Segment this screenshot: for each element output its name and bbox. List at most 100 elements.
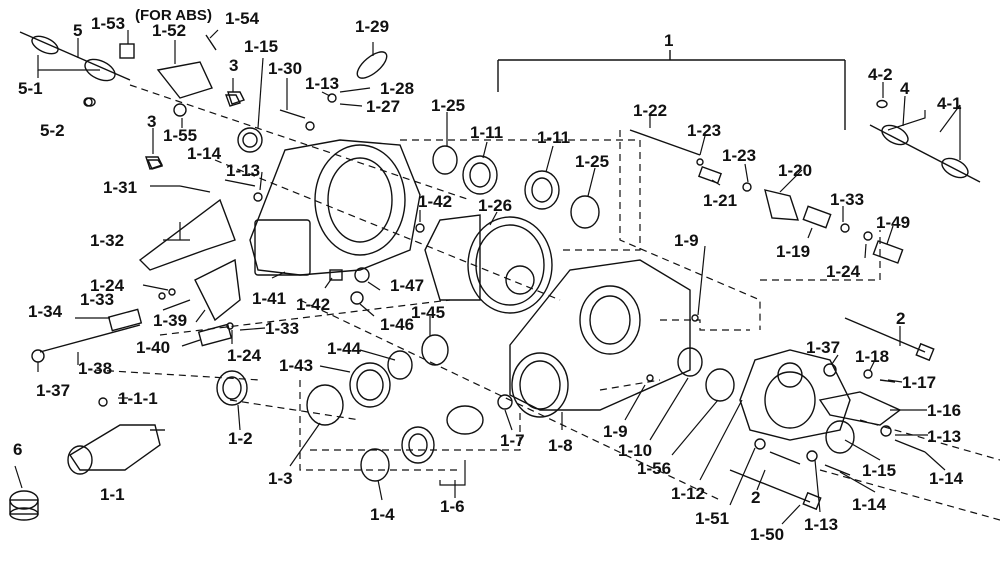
label-1-51: 1-51 (695, 509, 730, 528)
shift-fork-parts (31, 198, 241, 363)
leader-lines (14, 29, 961, 525)
label-1-56: 1-56 (637, 459, 672, 478)
label-1-13-b: 1-13 (226, 161, 261, 180)
label-1-24-c: 1-24 (826, 262, 861, 281)
label-for-abs: (FOR ABS) (135, 7, 212, 24)
label-1-9-lower: 1-9 (603, 422, 628, 441)
label-1-15-b: 1-15 (862, 461, 897, 480)
label-1-24-b: 1-24 (227, 346, 262, 365)
label-1-33-a: 1-33 (80, 290, 115, 309)
label-1-22: 1-22 (633, 101, 668, 120)
bolts (179, 109, 935, 511)
label-1-9-upper: 1-9 (674, 231, 699, 250)
label-1-13-a: 1-13 (305, 74, 340, 93)
label-1-34: 1-34 (28, 302, 63, 321)
label-1-14-b: 1-14 (852, 495, 887, 514)
label-1-49: 1-49 (876, 213, 911, 232)
differential-1-26 (424, 214, 553, 314)
shift-shaft-parts (629, 129, 904, 264)
label-6: 6 (13, 440, 23, 459)
label-4: 4 (900, 79, 910, 98)
gear-case-left (237, 127, 421, 276)
label-1-53: 1-53 (91, 14, 126, 33)
label-1-21: 1-21 (703, 191, 738, 210)
label-5-1: 5-1 (18, 79, 43, 98)
label-1-17: 1-17 (902, 373, 937, 392)
label-5: 5 (73, 21, 83, 40)
label-4-1: 4-1 (937, 94, 962, 113)
label-1-23-a: 1-23 (687, 121, 722, 140)
label-1-38: 1-38 (78, 359, 113, 378)
label-1-50: 1-50 (750, 525, 785, 544)
assembly-lines (94, 84, 1000, 521)
label-3-lower: 3 (147, 112, 157, 131)
label-1-52: 1-52 (152, 21, 187, 40)
label-2-lower: 2 (751, 488, 761, 507)
label-1-29: 1-29 (355, 17, 390, 36)
label-3-upper: 3 (229, 56, 239, 75)
label-1-25-b: 1-25 (575, 152, 610, 171)
label-1-32: 1-32 (90, 231, 125, 250)
label-1-37-a: 1-37 (36, 381, 71, 400)
seals-rings (216, 223, 699, 482)
abs-sensor-parts (119, 34, 241, 170)
label-1-54: 1-54 (225, 9, 260, 28)
group-bracket-1 (497, 50, 846, 130)
label-1-7: 1-7 (500, 431, 525, 450)
label-1-18: 1-18 (855, 347, 890, 366)
label-1-12: 1-12 (671, 484, 706, 503)
label-1-15-a: 1-15 (244, 37, 279, 56)
small-rings (84, 51, 837, 377)
input-shaft-1-1 (67, 397, 165, 475)
label-1-10: 1-10 (618, 441, 653, 460)
label-4-2: 4-2 (868, 65, 893, 84)
label-1-43: 1-43 (279, 356, 314, 375)
cover-1-16 (677, 347, 902, 454)
label-1-4: 1-4 (370, 505, 395, 524)
label-1-1: 1-1 (100, 485, 125, 504)
label-1-31: 1-31 (103, 178, 138, 197)
bearings-upper (432, 145, 600, 229)
label-1-42-a: 1-42 (418, 192, 453, 211)
axle-shaft-4 (869, 99, 981, 183)
label-2-upper: 2 (896, 309, 906, 328)
label-1-6: 1-6 (440, 497, 465, 516)
label-1-45: 1-45 (411, 303, 446, 322)
label-1-41: 1-41 (252, 289, 287, 308)
label-1-13-d: 1-13 (804, 515, 839, 534)
label-1-55: 1-55 (163, 126, 198, 145)
main-housing-1-8 (509, 259, 691, 418)
label-5-2: 5-2 (40, 121, 65, 140)
label-1-19: 1-19 (776, 242, 811, 261)
label-1-2: 1-2 (228, 429, 253, 448)
label-1-24-a: 1-24 (90, 276, 125, 295)
label-1-11-a: 1-11 (470, 123, 504, 142)
label-1-13-c: 1-13 (927, 427, 962, 446)
label-1-42-b: 1-42 (296, 295, 331, 314)
label-1-33-b: 1-33 (265, 319, 300, 338)
label-1-47: 1-47 (390, 276, 425, 295)
label-1-46: 1-46 (380, 315, 415, 334)
label-1-39: 1-39 (153, 311, 188, 330)
label-1-23-b: 1-23 (722, 146, 757, 165)
label-1-3: 1-3 (268, 469, 293, 488)
label-1-33-c: 1-33 (830, 190, 865, 209)
label-1-1-1: 1-1-1 (118, 389, 158, 408)
label-1-20: 1-20 (778, 161, 813, 180)
label-1-28: 1-28 (380, 79, 415, 98)
label-1-40: 1-40 (136, 338, 171, 357)
label-1-14-c: 1-14 (929, 469, 964, 488)
label-1-16: 1-16 (927, 401, 962, 420)
axle-shaft-5 (19, 31, 131, 107)
label-1-27: 1-27 (366, 97, 401, 116)
label-1-25-a: 1-25 (431, 96, 466, 115)
label-1: 1 (664, 31, 674, 50)
label-1-8: 1-8 (548, 436, 573, 455)
label-1-30: 1-30 (268, 59, 303, 78)
label-1-11-b: 1-11 (537, 128, 571, 147)
label-1-44: 1-44 (327, 339, 362, 358)
plug-6 (9, 490, 39, 521)
label-1-14-a: 1-14 (187, 144, 222, 163)
label-1-37-b: 1-37 (806, 338, 841, 357)
